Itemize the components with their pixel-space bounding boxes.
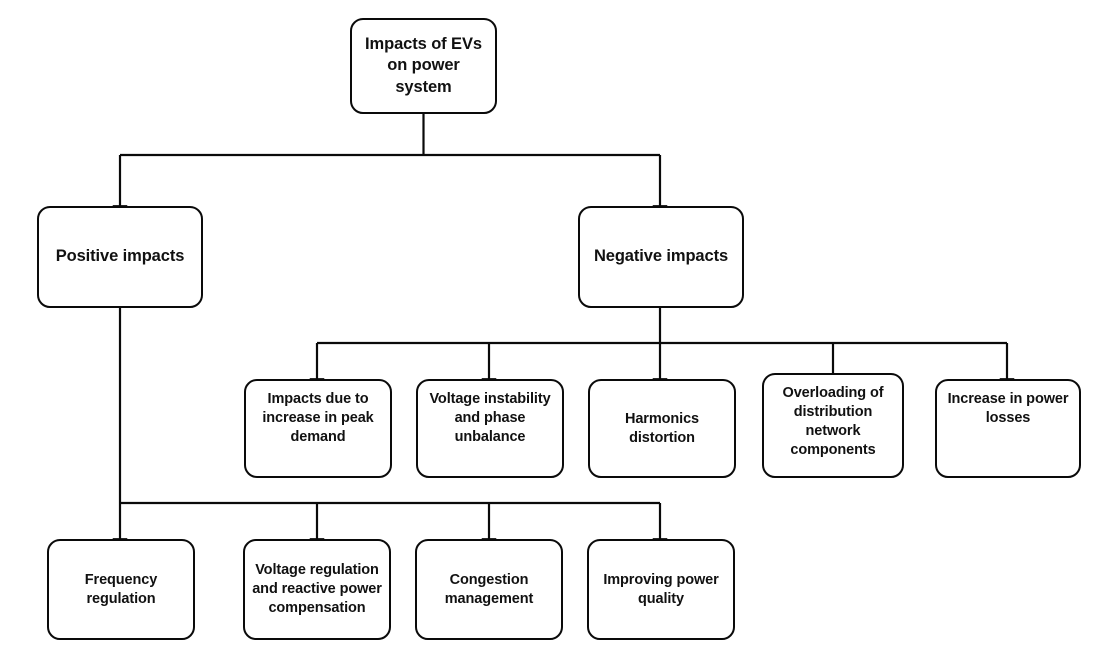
node-voltage-regulation-label: Voltage regulation and reactive power co… <box>252 562 382 616</box>
node-improving-power-quality[interactable]: Improving power quality <box>587 539 735 640</box>
node-increase-power-losses[interactable]: Increase in power losses <box>935 379 1081 478</box>
node-impacts-peak-demand-label: Impacts due to increase in peak demand <box>262 391 374 445</box>
node-negative-impacts-label: Negative impacts <box>593 247 729 266</box>
node-harmonics-distortion-label: Harmonics distortion <box>624 410 700 446</box>
node-voltage-instability-label: Voltage instability and phase unbalance <box>429 391 551 445</box>
node-frequency-regulation[interactable]: Frequency regulation <box>47 539 195 640</box>
node-congestion-management-label: Congestion management <box>444 571 534 607</box>
node-negative-impacts[interactable]: Negative impacts <box>578 206 744 308</box>
node-frequency-regulation-label: Frequency regulation <box>84 571 158 607</box>
node-root[interactable]: Impacts of EVs on power system <box>350 18 497 114</box>
node-increase-power-losses-label: Increase in power losses <box>947 391 1069 426</box>
node-positive-impacts[interactable]: Positive impacts <box>37 206 203 308</box>
node-root-label: Impacts of EVs on power system <box>365 34 482 96</box>
node-voltage-regulation[interactable]: Voltage regulation and reactive power co… <box>243 539 391 640</box>
node-positive-impacts-label: Positive impacts <box>55 247 185 266</box>
node-improving-power-quality-label: Improving power quality <box>603 571 719 607</box>
node-overloading-distribution-label: Overloading of distribution network comp… <box>782 385 884 458</box>
node-congestion-management[interactable]: Congestion management <box>415 539 563 640</box>
node-voltage-instability[interactable]: Voltage instability and phase unbalance <box>416 379 564 478</box>
node-overloading-distribution[interactable]: Overloading of distribution network comp… <box>762 373 904 478</box>
node-harmonics-distortion[interactable]: Harmonics distortion <box>588 379 736 478</box>
node-impacts-peak-demand[interactable]: Impacts due to increase in peak demand <box>244 379 392 478</box>
